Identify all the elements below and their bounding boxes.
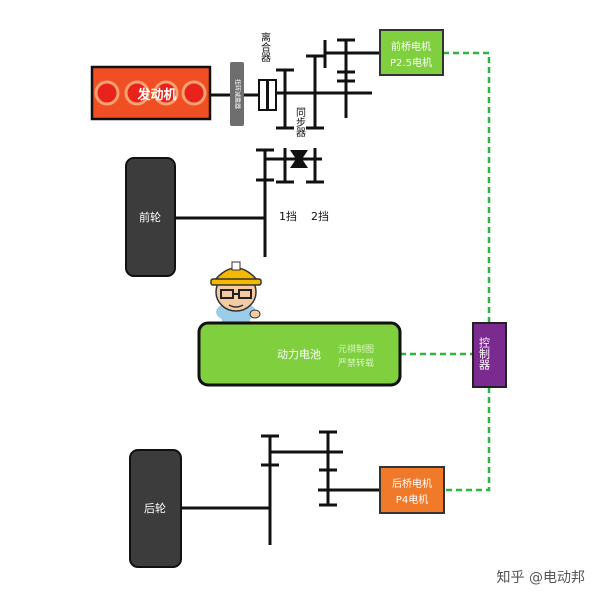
- cylinder-icon: [124, 80, 150, 106]
- damper-label: 扭转减震器: [234, 79, 242, 109]
- rear-axle-motor: 后桥电机 P4电机: [379, 466, 445, 514]
- engineer-mascot-icon: [210, 261, 262, 326]
- cylinder-icon: [153, 80, 179, 106]
- cylinder-icon: [94, 80, 120, 106]
- gear-2-label: 2挡: [311, 209, 329, 223]
- front-motor-label-2: P2.5电机: [390, 56, 432, 69]
- clutch-icon: [258, 79, 277, 111]
- front-wheel: 前轮: [125, 157, 176, 277]
- rear-wheel: 后轮: [129, 449, 182, 568]
- engine-label: 发动机: [136, 87, 176, 103]
- signal-line-front-motor: [443, 51, 491, 323]
- controller-label: 控制器: [478, 336, 491, 371]
- torsional-damper: 扭转减震器: [230, 62, 244, 126]
- clutch-label: 离合器: [259, 31, 271, 63]
- front-motor-label-1: 前桥电机: [391, 40, 431, 53]
- watermark-line-1: 元祺制图: [338, 343, 374, 355]
- rear-motor-label-1: 后桥电机: [392, 477, 432, 490]
- front-wheel-label: 前轮: [139, 210, 161, 224]
- power-battery: 动力电池 元祺制图 严禁转载: [197, 321, 402, 387]
- engine-block: 发动机: [90, 65, 212, 121]
- signal-line-rear-motor: [444, 387, 491, 492]
- cylinder-icon: [181, 80, 207, 106]
- rear-motor-label-2: P4电机: [396, 493, 428, 506]
- gear-1-label: 1挡: [279, 209, 297, 223]
- controller: 控制器: [472, 322, 507, 388]
- front-gear-train: [175, 38, 380, 257]
- watermark-line-2: 严禁转载: [338, 357, 374, 369]
- battery-label: 动力电池: [277, 348, 321, 361]
- front-axle-motor: 前桥电机 P2.5电机: [379, 29, 444, 76]
- control-signal-lines: [400, 51, 491, 492]
- credit-watermark: 知乎 @电动邦: [497, 569, 585, 586]
- synchronizer-label: 同步器: [294, 107, 306, 138]
- rear-gear-train: [181, 430, 380, 545]
- rear-wheel-label: 后轮: [144, 501, 166, 515]
